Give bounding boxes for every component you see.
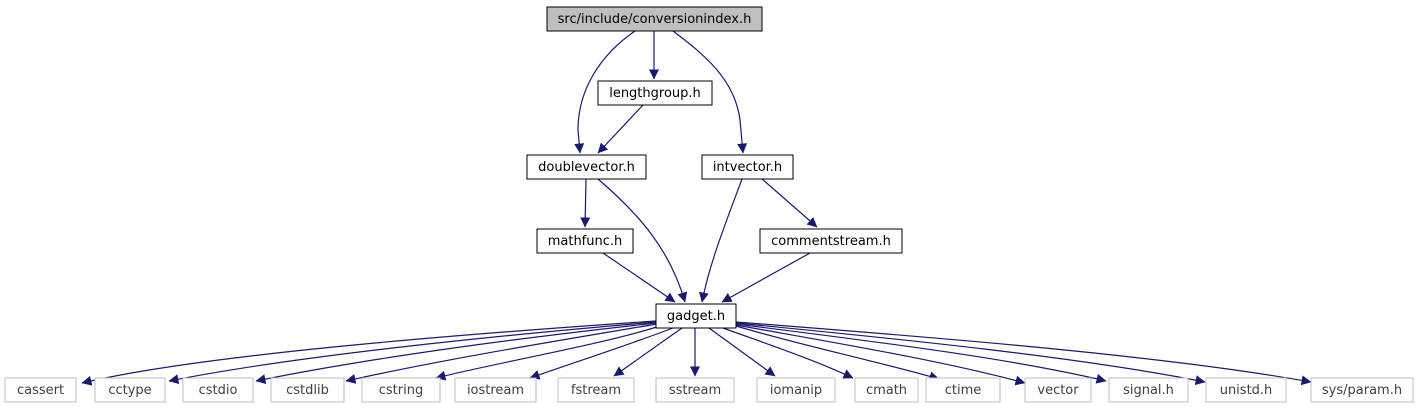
edge-gadget-to-iostream <box>529 327 674 380</box>
node-cctype: cctype <box>94 377 166 403</box>
node-cstdio: cstdio <box>182 377 254 403</box>
edge-doublevector-to-gadget <box>597 178 688 303</box>
edge-doublevector-to-mathfunc <box>580 178 591 228</box>
node-label-cstring: cstring <box>379 383 423 398</box>
node-label-vector: vector <box>1037 383 1079 398</box>
node-label-unistd-h: unistd.h <box>1220 383 1273 398</box>
edge-commentstream-to-gadget <box>721 252 811 303</box>
edge-mathfunc-to-gadget <box>602 252 676 303</box>
edge-gadget-to-fstream <box>613 327 683 377</box>
edge-gadget-to-cassert <box>81 320 657 386</box>
node-cmath: cmath <box>854 377 919 403</box>
node-label-root: src/include/conversionindex.h <box>558 12 752 27</box>
node-vector: vector <box>1024 377 1092 403</box>
dependency-edges <box>81 30 1312 386</box>
edge-gadget-to-unistd-h <box>735 322 1206 386</box>
node-lengthgroup[interactable]: lengthgroup.h <box>597 80 713 106</box>
edge-gadget-to-ctime <box>735 325 940 382</box>
node-sstream: sstream <box>655 377 735 403</box>
edge-intvector-to-commentstream <box>761 178 818 228</box>
node-root-conversionindex[interactable]: src/include/conversionindex.h <box>546 6 763 32</box>
node-label-cassert: cassert <box>17 383 64 398</box>
node-iomanip: iomanip <box>756 377 836 403</box>
node-ctime: ctime <box>925 377 1001 403</box>
node-unistd-h: unistd.h <box>1205 377 1287 403</box>
edge-gadget-to-signal-h <box>735 323 1107 384</box>
node-doublevector[interactable]: doublevector.h <box>526 154 647 180</box>
node-sys-param-h: sys/param.h <box>1310 377 1414 403</box>
edge-gadget-to-vector <box>735 324 1026 386</box>
edge-gadget-to-cctype <box>168 321 657 385</box>
edge-gadget-to-cstdio <box>255 322 657 385</box>
node-label-signal-h: signal.h <box>1123 383 1174 398</box>
node-label-lengthgroup: lengthgroup.h <box>609 86 701 101</box>
node-signal-h: signal.h <box>1108 377 1189 403</box>
node-commentstream[interactable]: commentstream.h <box>759 228 903 254</box>
node-label-mathfunc: mathfunc.h <box>548 234 623 249</box>
edge-gadget-to-iomanip <box>708 327 776 377</box>
node-label-iomanip: iomanip <box>770 383 822 398</box>
node-label-doublevector: doublevector.h <box>538 160 635 175</box>
edge-root-to-doublevector <box>574 30 636 154</box>
node-iostream: iostream <box>454 377 537 403</box>
edge-gadget-to-cstdlib <box>345 323 658 384</box>
node-label-cstdio: cstdio <box>199 383 238 398</box>
node-mathfunc[interactable]: mathfunc.h <box>536 228 634 254</box>
node-label-commentstream: commentstream.h <box>771 234 891 249</box>
node-label-intvector: intvector.h <box>713 160 782 175</box>
edge-intvector-to-gadget <box>698 178 743 303</box>
node-label-sstream: sstream <box>669 383 721 398</box>
node-cassert: cassert <box>4 377 77 403</box>
node-cstring: cstring <box>361 377 441 403</box>
edge-gadget-to-cmath <box>722 327 854 379</box>
node-label-fstream: fstream <box>571 383 621 398</box>
node-label-cctype: cctype <box>108 383 151 398</box>
edge-root-to-intvector <box>672 30 748 154</box>
node-fstream: fstream <box>557 377 635 403</box>
node-label-gadget: gadget.h <box>667 309 725 324</box>
node-label-iostream: iostream <box>467 383 524 398</box>
node-label-sys-param-h: sys/param.h <box>1322 383 1402 398</box>
edge-gadget-to-sys-param-h <box>735 321 1312 386</box>
node-label-cstdlib: cstdlib <box>286 383 329 398</box>
node-label-ctime: ctime <box>945 383 982 398</box>
edge-gadget-to-cstring <box>435 325 661 381</box>
node-intvector[interactable]: intvector.h <box>701 154 794 180</box>
edge-lengthgroup-to-doublevector <box>597 104 644 154</box>
node-label-cmath: cmath <box>866 383 907 398</box>
node-cstdlib: cstdlib <box>270 377 345 403</box>
node-gadget[interactable]: gadget.h <box>655 303 737 329</box>
